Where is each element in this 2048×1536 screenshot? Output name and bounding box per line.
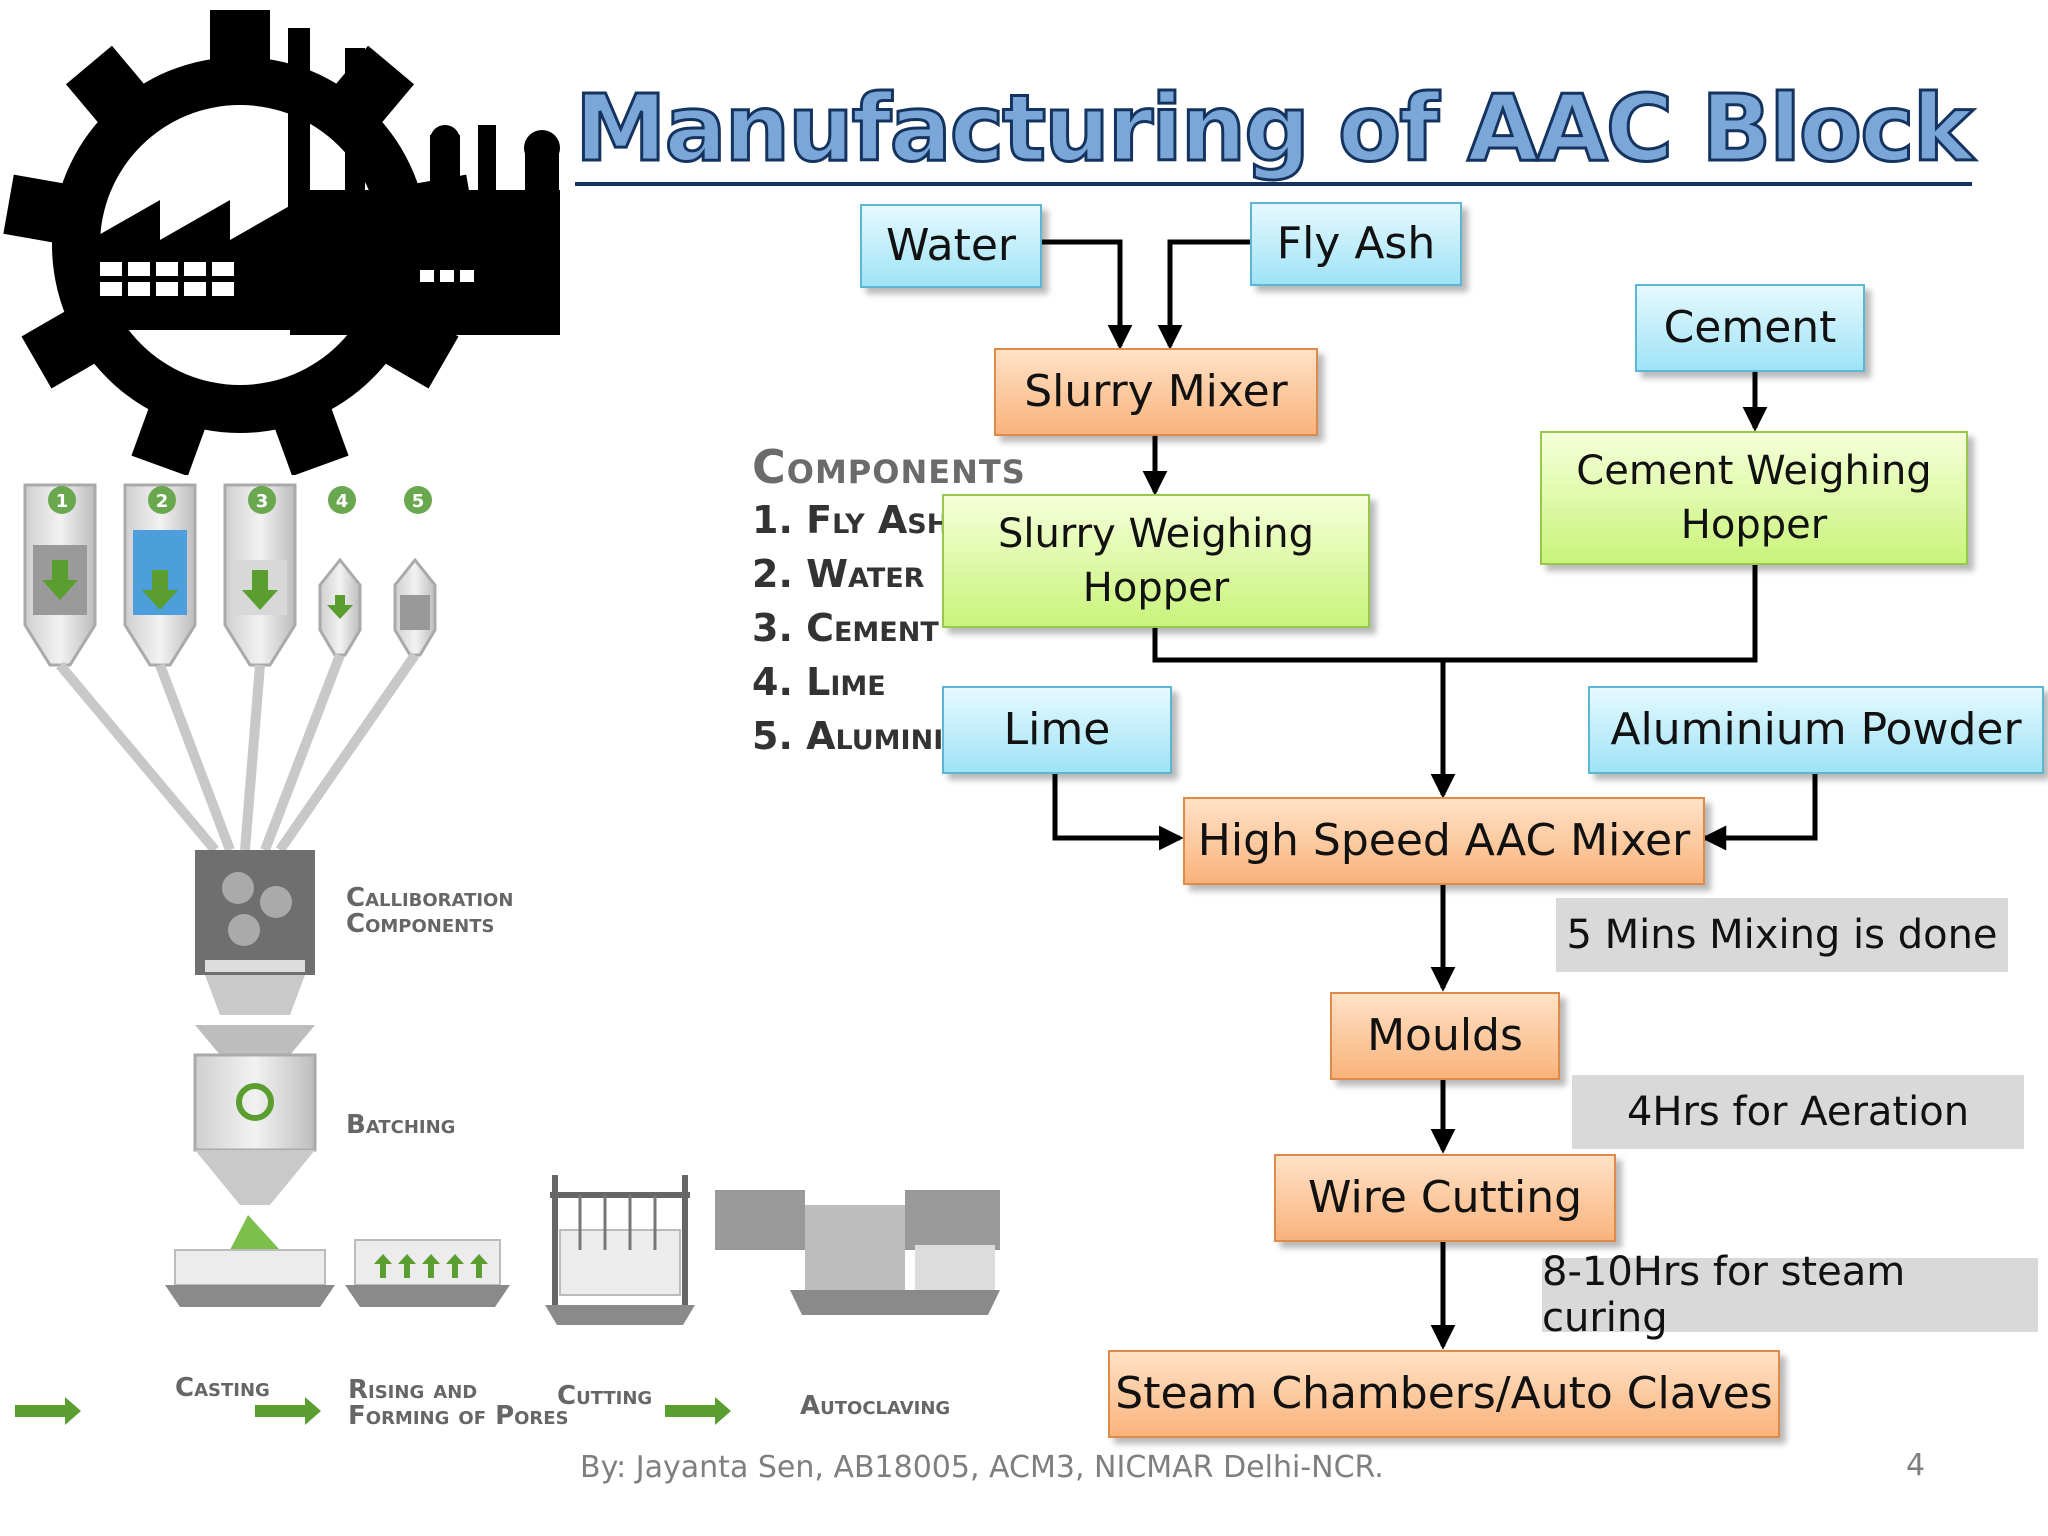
calibration-label-line1: Calliboration: [346, 883, 514, 913]
rising-label: Rising and Forming of Pores: [348, 1377, 569, 1429]
component-item: 4. Lime: [752, 660, 886, 704]
silo-number-3: 3: [256, 491, 269, 512]
high-speed-aac-mixer-box: High Speed AAC Mixer: [1183, 797, 1705, 885]
rising-label-line1: Rising and: [348, 1375, 478, 1405]
fly-ash-box: Fly Ash: [1250, 202, 1462, 286]
cutting-label: Cutting: [557, 1381, 653, 1411]
connector-flyash-to-slurry-mixer: [1157, 239, 1250, 350]
connector-water-to-slurry-mixer: [1040, 239, 1133, 350]
footer-credit: By: Jayanta Sen, AB18005, ACM3, NICMAR D…: [580, 1450, 1384, 1485]
component-item: 3. Cement: [752, 606, 939, 650]
silo-number-1: 1: [56, 491, 69, 512]
batching-unit: [193, 1025, 317, 1250]
connector-aluminium-to-aac-mixer: [1701, 770, 1818, 851]
slurry-weighing-hopper-box: Slurry Weighing Hopper: [942, 494, 1370, 628]
cement-hopper-line1: Cement Weighing: [1576, 448, 1932, 494]
connector-lime-to-aac-mixer: [1052, 770, 1184, 851]
curing-note: 8-10Hrs for steam curing: [1542, 1249, 2038, 1341]
silo-number-2: 2: [156, 491, 169, 512]
calibration-label-line2: Components: [346, 909, 495, 939]
wire-cutting-box: Wire Cutting: [1274, 1154, 1616, 1242]
rising-unit: [345, 1239, 510, 1307]
cement-box: Cement: [1635, 284, 1865, 372]
component-item: 2. Water: [752, 552, 925, 596]
slurry-hopper-line1: Slurry Weighing: [998, 511, 1314, 557]
component-item: 1. Fly Ash: [752, 498, 950, 542]
autoclaving-label: Autoclaving: [800, 1391, 951, 1421]
aeration-note: 4Hrs for Aeration: [1572, 1075, 2024, 1149]
silo-5: [393, 557, 437, 657]
autoclave-unit: [715, 1190, 1000, 1315]
cutting-unit: [545, 1175, 695, 1325]
connector-hoppers-merge: [1152, 563, 1758, 663]
casting-unit: [165, 1249, 335, 1307]
steam-chambers-box: Steam Chambers/Auto Claves: [1108, 1350, 1780, 1438]
page-number: 4: [1906, 1448, 1926, 1483]
aluminium-powder-box: Aluminium Powder: [1588, 686, 2044, 774]
calibration-unit: [195, 850, 315, 1015]
factory-gear-logo: [3, 10, 560, 475]
batching-label: Batching: [346, 1110, 456, 1140]
silo-number-5: 5: [412, 491, 425, 512]
process-illustration: 1 2 3 4 5: [15, 483, 1000, 1425]
lime-box: Lime: [942, 686, 1172, 774]
components-heading: Components: [752, 440, 1026, 494]
cement-hopper-line2: Hopper: [1680, 502, 1828, 548]
cement-weighing-hopper-box: Cement Weighing Hopper: [1540, 431, 1968, 565]
silo-number-4: 4: [336, 491, 349, 512]
moulds-box: Moulds: [1330, 992, 1560, 1080]
calibration-label: Calliboration Components: [346, 885, 513, 937]
rising-label-line2: Forming of Pores: [348, 1401, 569, 1431]
slurry-hopper-line2: Hopper: [1082, 565, 1230, 611]
page-title: Manufacturing of AAC Block: [574, 74, 1975, 186]
casting-label: Casting: [175, 1373, 270, 1403]
mixing-note: 5 Mins Mixing is done: [1556, 898, 2008, 972]
slurry-mixer-box: Slurry Mixer: [994, 348, 1318, 436]
water-box: Water: [860, 204, 1042, 288]
